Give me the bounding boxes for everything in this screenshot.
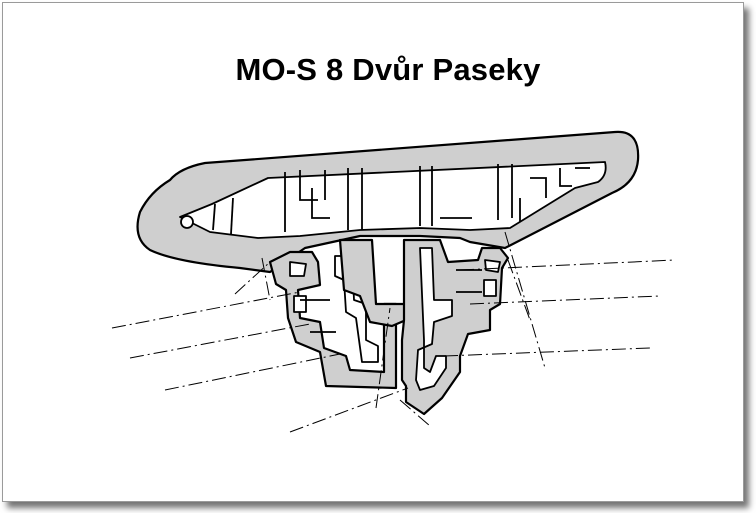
left-wing-wall: [268, 250, 398, 390]
fire-lines: [111, 231, 676, 433]
bunker-interior: [179, 161, 607, 239]
central-stem-wall: [338, 238, 408, 328]
right-wing-corridor: [415, 247, 453, 391]
page-title: MO-S 8 Dvůr Paseky: [235, 52, 541, 87]
room-partitions: [180, 164, 590, 235]
embrasures: [289, 259, 501, 333]
